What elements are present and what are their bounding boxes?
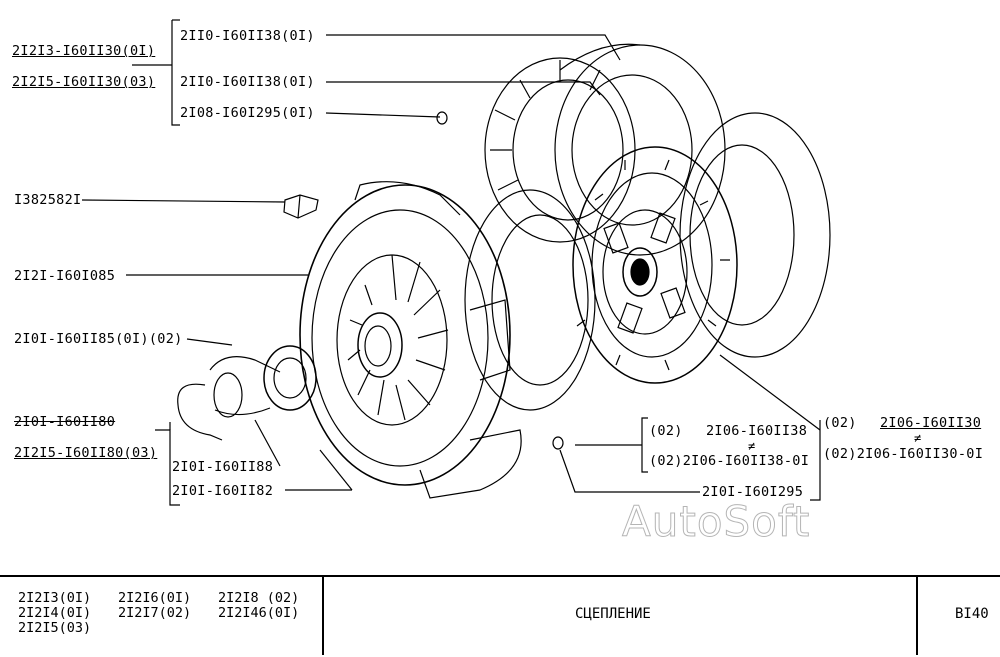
model-item: 2I2I8 (02): [218, 590, 300, 606]
spring-clip: [177, 383, 223, 441]
label-2106-1601130: 2I06-I60II30: [880, 415, 982, 431]
label-2101-1601185: 2I0I-I60II85(0I)(02): [14, 331, 183, 347]
leader-lines: [81, 19, 821, 506]
label-2108-1601295-01: 2I08-I60I295(0I): [180, 105, 315, 121]
release-bearing: [209, 345, 317, 418]
clutch-exploded-diagram: [81, 19, 831, 506]
label-2121-1601085: 2I2I-I60I085: [14, 268, 116, 284]
label-02-left-top: (02): [649, 423, 683, 439]
driven-disc: [572, 146, 738, 384]
pressure-plate-assembly: [299, 181, 522, 499]
label-2110-1601138-01-top: 2II0-I60II38(0I): [180, 28, 315, 44]
label-2101-1601295: 2I0I-I60I295: [702, 484, 804, 500]
sheet-number: BI40: [955, 606, 989, 622]
friction-lining: [484, 57, 636, 243]
label-2106-1601130-01: (02)2I06-I60II30-0I: [823, 446, 984, 462]
label-02-right-top: (02): [823, 415, 857, 431]
drawing-title: СЦЕПЛЕНИЕ: [575, 606, 651, 622]
label-2101-1601180: 2I0I-I60II80: [14, 414, 116, 430]
watermark: AutoSoft: [621, 497, 811, 547]
label-2106-1601138: 2I06-I60II38: [706, 423, 808, 439]
not-equal-symbol-right: ≠: [914, 431, 922, 445]
label-13825821: I382582I: [14, 192, 82, 208]
model-item: 2I2I5(03): [18, 620, 92, 636]
title-block: [0, 575, 1000, 657]
model-item: 2I2I3(0I): [18, 590, 92, 606]
label-2101-1601182: 2I0I-I60II82: [172, 483, 274, 499]
model-item: 2I2I7(02): [118, 605, 192, 621]
model-item: 2I2I4(0I): [18, 605, 92, 621]
plate-ring: [464, 189, 596, 411]
title-block-divider-right: [916, 575, 918, 655]
title-block-divider-left: [322, 575, 324, 655]
label-21215-1601180-03: 2I2I5-I60II80(03): [14, 445, 158, 461]
model-item: 2I2I6(0I): [118, 590, 192, 606]
friction-ring-right: [679, 112, 831, 358]
label-21215-1601130-03: 2I2I5-I60II30(03): [12, 74, 156, 90]
label-21213-1601130-01: 2I2I3-I60II30(0I): [12, 43, 156, 59]
label-2101-1601188: 2I0I-I60II88: [172, 459, 274, 475]
not-equal-symbol-left: ≠: [748, 439, 756, 453]
bolt: [283, 194, 319, 219]
rivet-pin: [436, 111, 564, 450]
label-2110-1601138-01-mid: 2II0-I60II38(0I): [180, 74, 315, 90]
label-2106-1601138-01: (02)2I06-I60II38-0I: [649, 453, 810, 469]
model-item: 2I2I46(0I): [218, 605, 300, 621]
